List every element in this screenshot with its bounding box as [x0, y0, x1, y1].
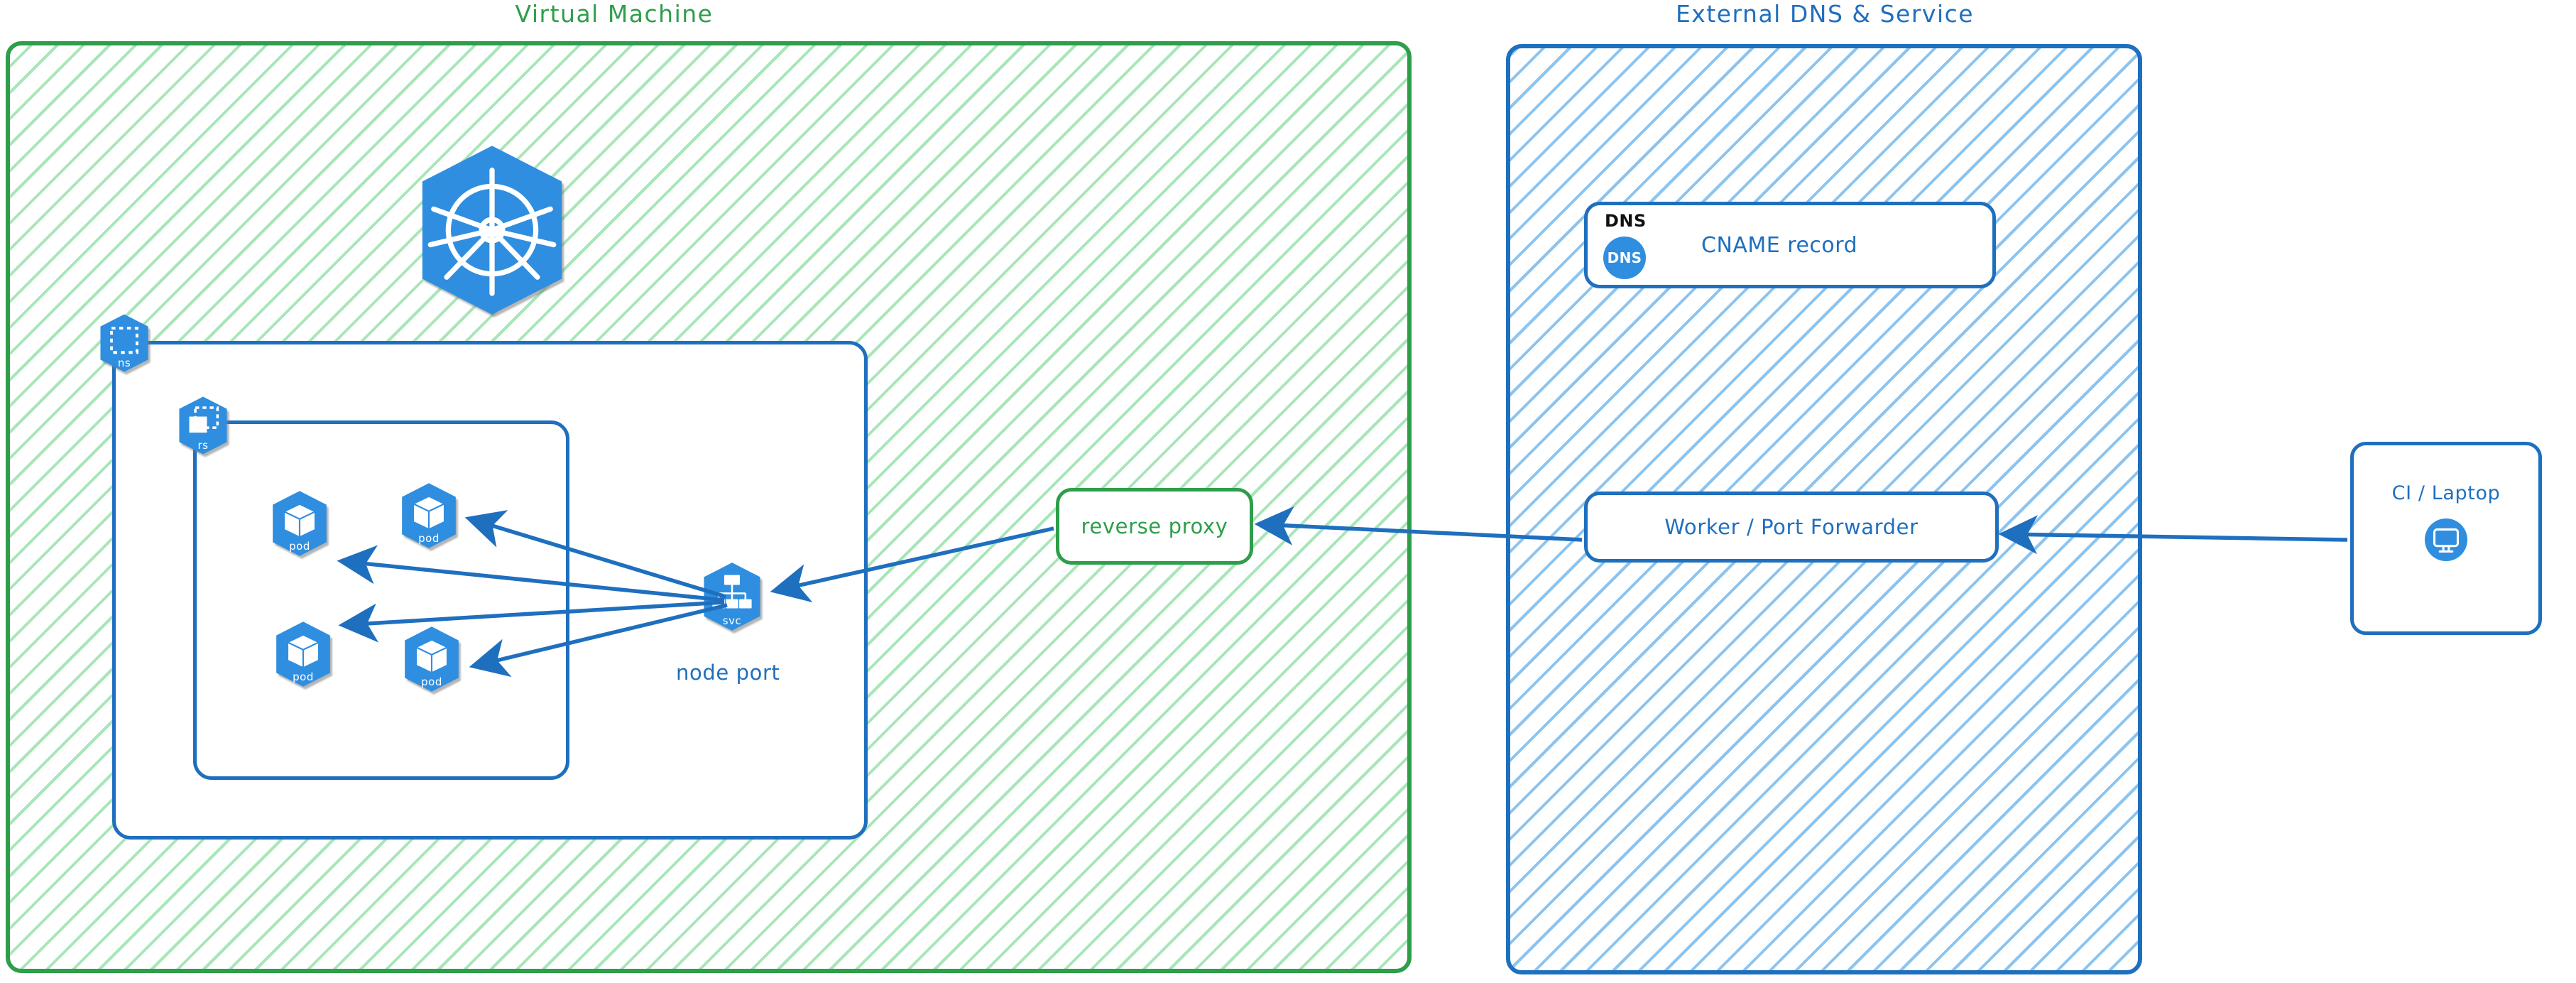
desktop-monitor-icon [2424, 518, 2468, 562]
replicaset-icon: rs [175, 395, 231, 456]
cname-record-label: CNAME record [1701, 232, 1858, 258]
external-group-title: External DNS & Service [1675, 0, 1975, 28]
vm-group-title: Virtual Machine [515, 0, 714, 28]
namespace-icon: ns [97, 313, 152, 374]
pod-icon-3[interactable]: pod [272, 620, 334, 688]
pod-icon-4[interactable]: pod [400, 625, 463, 693]
reverse-proxy-label: reverse proxy [1081, 514, 1228, 538]
dns-kind-label: DNS [1605, 211, 1647, 231]
reverse-proxy-box[interactable]: reverse proxy [1056, 488, 1253, 565]
worker-port-forwarder-box[interactable]: Worker / Port Forwarder [1584, 492, 1999, 563]
kubernetes-logo-icon [410, 144, 574, 316]
worker-port-forwarder-label: Worker / Port Forwarder [1664, 515, 1919, 539]
node-port-label: node port [676, 661, 780, 685]
replicaset-panel [193, 420, 569, 780]
ci-laptop-box[interactable]: CI / Laptop [2350, 442, 2542, 635]
ci-laptop-label: CI / Laptop [2391, 482, 2501, 504]
dns-badge-icon: DNS [1603, 237, 1646, 279]
dns-record-card[interactable]: DNS DNS CNAME record [1584, 202, 1996, 288]
service-icon[interactable]: svc [699, 561, 765, 632]
pod-icon-2[interactable]: pod [398, 482, 460, 550]
pod-icon-1[interactable]: pod [268, 489, 331, 558]
